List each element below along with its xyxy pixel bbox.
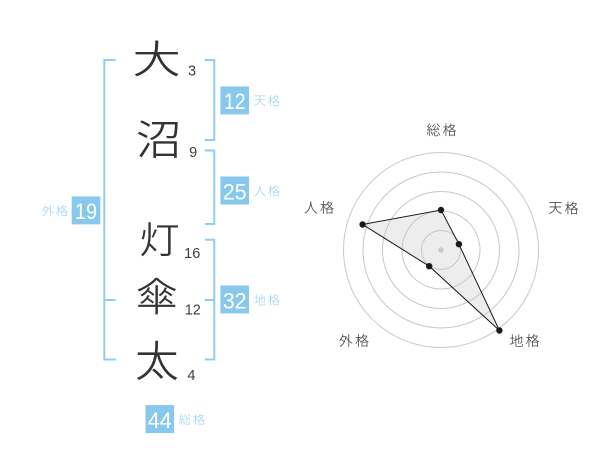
- svg-text:32: 32: [223, 288, 247, 313]
- svg-text:16: 16: [184, 246, 200, 262]
- svg-text:3: 3: [188, 64, 196, 80]
- svg-text:19: 19: [75, 199, 97, 224]
- svg-text:25: 25: [223, 179, 247, 204]
- svg-text:12: 12: [224, 89, 246, 114]
- svg-text:12: 12: [185, 302, 201, 318]
- svg-text:4: 4: [187, 368, 195, 384]
- svg-text:9: 9: [189, 145, 197, 161]
- svg-text:44: 44: [148, 408, 172, 433]
